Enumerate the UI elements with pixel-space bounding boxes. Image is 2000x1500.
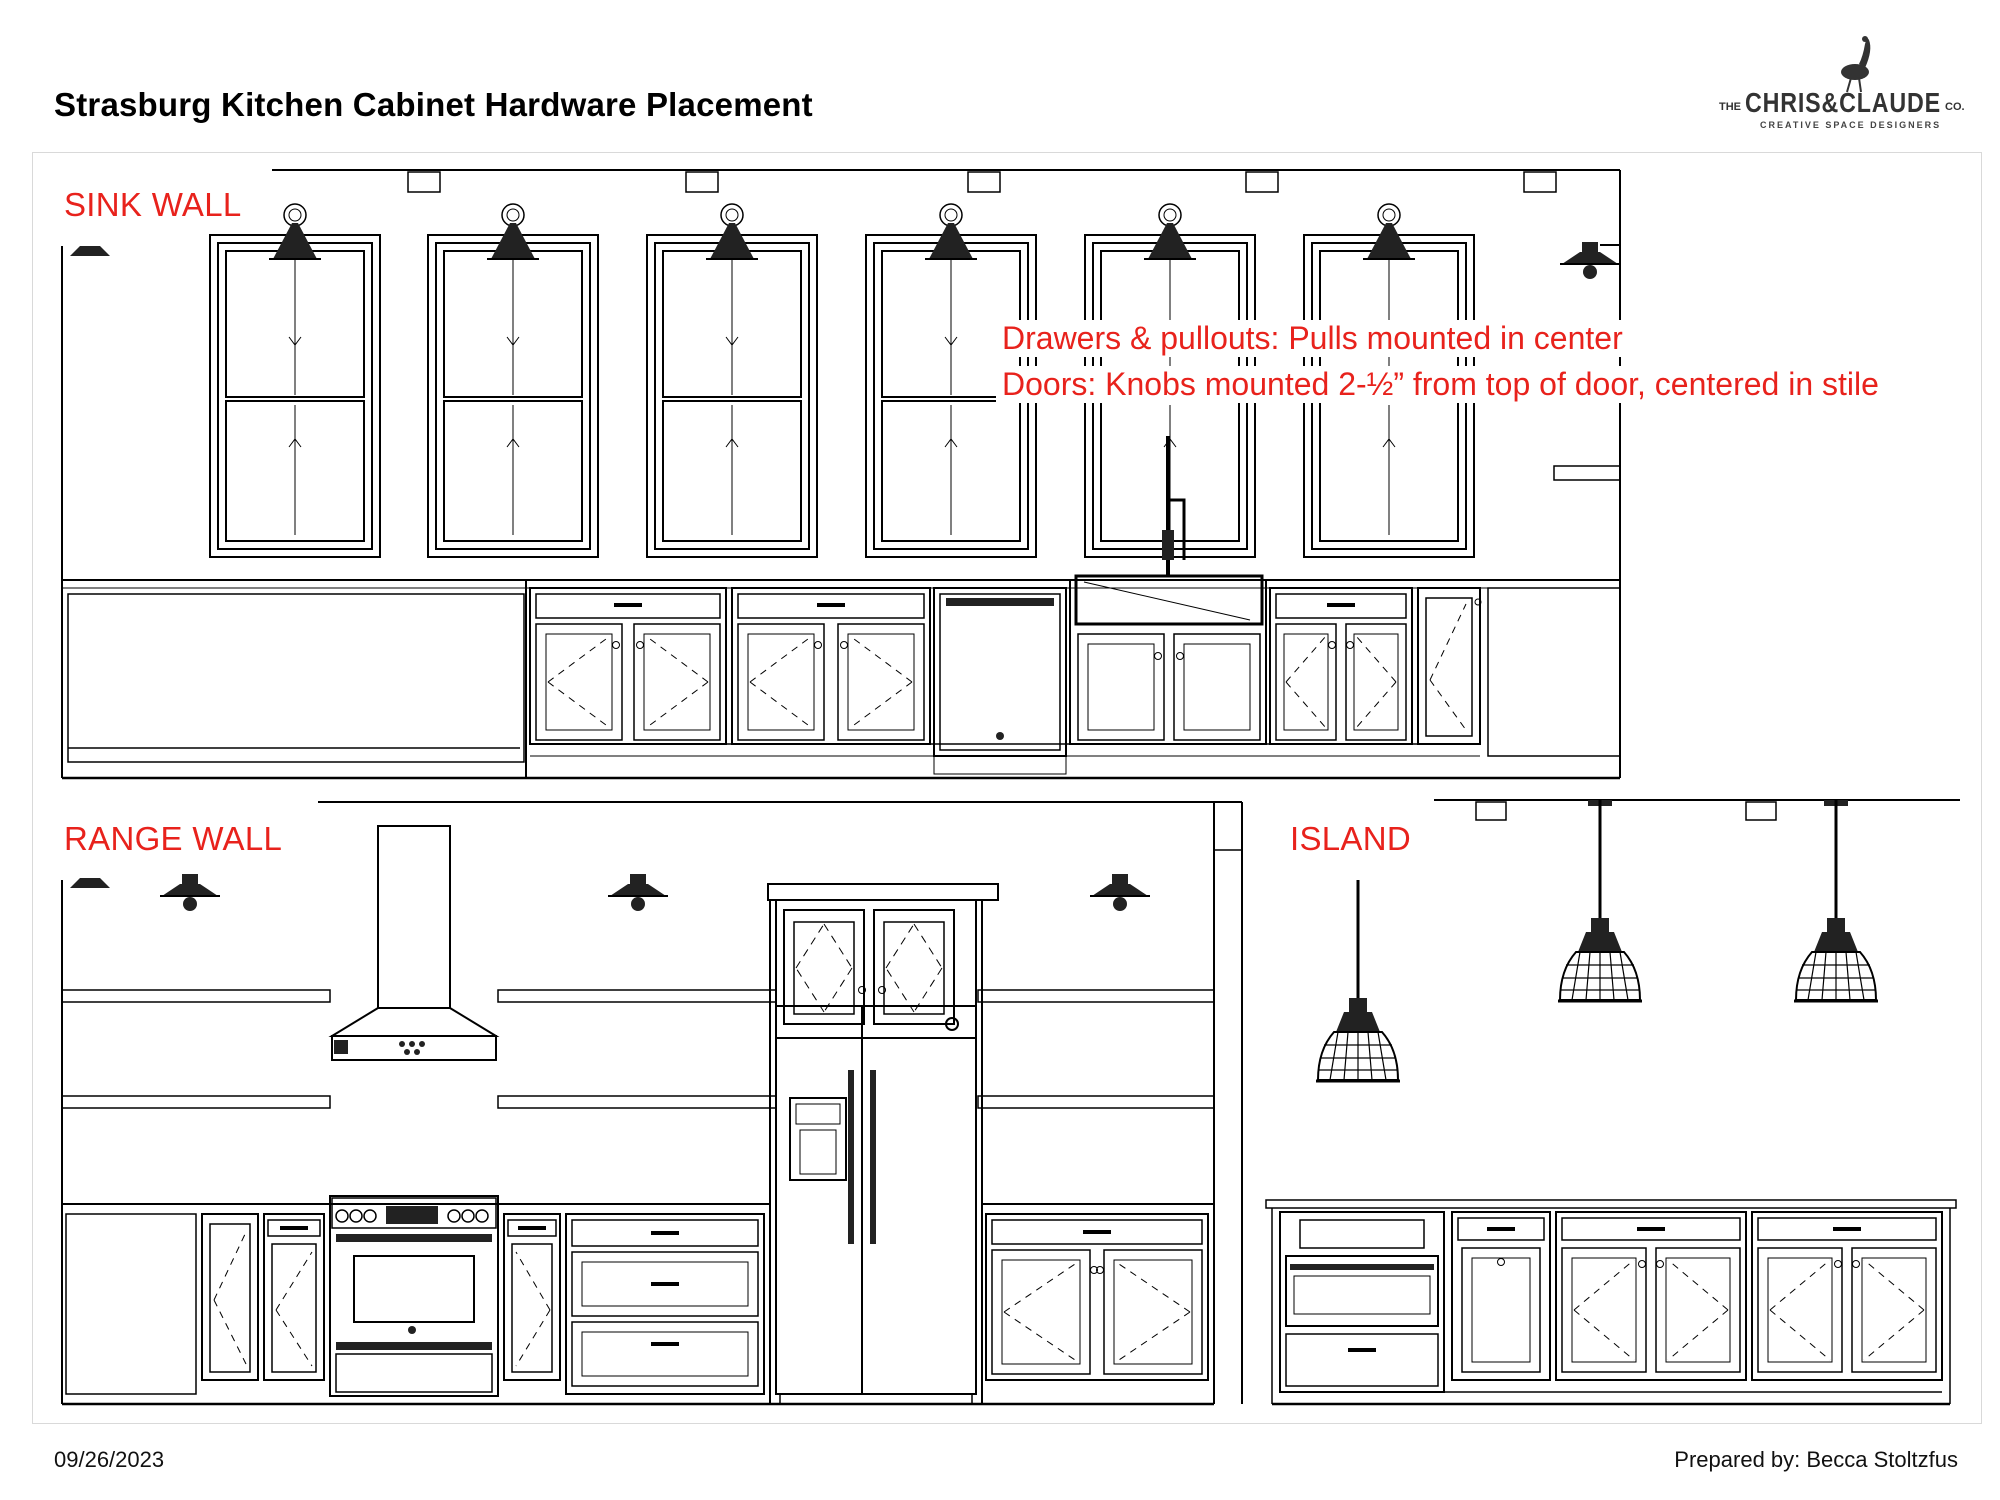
ostrich-icon	[1841, 36, 1871, 93]
logo-tagline: CREATIVE SPACE DESIGNERS	[1760, 120, 1941, 130]
footer-prepared-by: Prepared by: Becca Stoltzfus	[1674, 1447, 1958, 1472]
range-wall-elevation	[61, 801, 1243, 1406]
logo-post: CO.	[1945, 101, 1965, 113]
island-label: ISLAND	[1290, 820, 1412, 857]
logo-name: CHRIS&CLAUDE	[1745, 87, 1941, 118]
range-wall-label: RANGE WALL	[64, 820, 283, 857]
drawing-frame	[32, 152, 1982, 1424]
sink-wall-elevation	[61, 169, 1621, 780]
footer-date: 09/26/2023	[54, 1447, 165, 1472]
drawer-hardware-note: Drawers & pullouts: Pulls mounted in cen…	[996, 320, 1629, 357]
sink-wall-label: SINK WALL	[64, 186, 242, 223]
page-title: Strasburg Kitchen Cabinet Hardware Place…	[54, 86, 813, 123]
door-hardware-note: Doors: Knobs mounted 2-½” from top of do…	[996, 366, 1885, 403]
logo-pre: THE	[1719, 101, 1741, 113]
company-logo: THE CHRIS&CLAUDE CO. CREATIVE SPACE DESI…	[1719, 36, 1965, 130]
island-elevation	[1265, 798, 1960, 1406]
